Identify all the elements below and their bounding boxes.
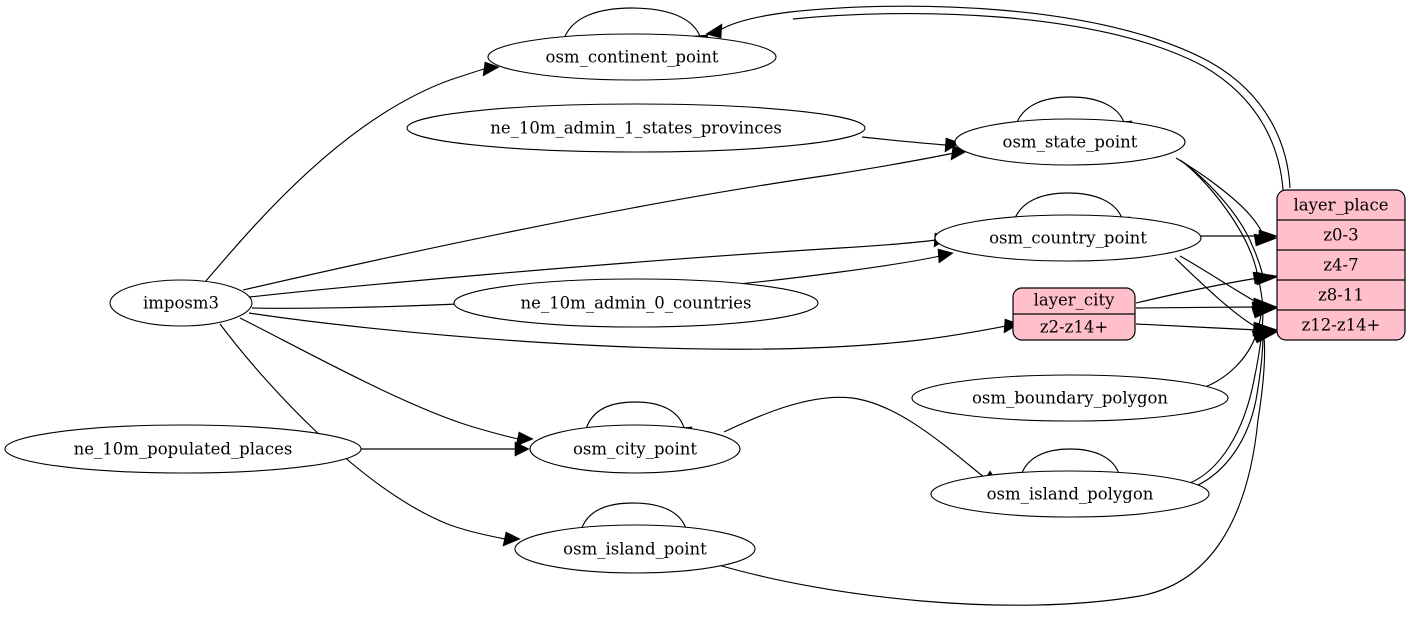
node-label: ne_10m_admin_0_countries [521,294,752,313]
node-osm_state_point[interactable]: osm_state_point [954,118,1186,166]
arrowhead [514,441,530,457]
record-title: layer_place [1293,196,1388,215]
node-label: osm_boundary_polygon [972,389,1168,408]
node-shape[interactable] [1276,189,1406,341]
node-osm_city_point[interactable]: osm_city_point [529,424,741,474]
edge-osm_state_point-to-place-z8-11 [1182,161,1264,307]
edge-osm_island_point-to-place-z12-z14 [714,335,1266,606]
node-osm_boundary_polygon[interactable]: osm_boundary_polygon [911,374,1229,422]
node-label: osm_city_point [573,440,697,459]
edge-layer_place-to-osm_continent_point [719,5,1291,189]
node-label: osm_continent_point [546,48,719,67]
arrowhead [1258,229,1278,244]
node-shape[interactable] [4,424,362,474]
node-shape[interactable] [934,214,1202,262]
arrowhead [1255,271,1278,286]
node-shape[interactable] [406,103,866,153]
node-shape[interactable] [930,470,1210,518]
edge-osm_country_point-to-place-z8-11 [1179,255,1259,304]
edge-self-osm_continent_point [562,7,702,43]
record-row-z12-z14[interactable]: z12-z14+ [1302,316,1381,335]
node-shape[interactable] [514,524,756,574]
edge-imposm3-to-layer_city [248,312,1007,350]
edge-osm_city_point-to-osm_island_polygon [723,396,986,479]
arrowhead [1252,331,1278,344]
record-row-z4-7[interactable]: z4-7 [1323,256,1358,275]
node-ne_10m_admin_1_states_provinces[interactable]: ne_10m_admin_1_states_provinces [406,103,866,153]
edge-osm_state_point-to-place-z0-3 [1175,157,1266,239]
node-shape[interactable] [453,278,819,328]
edge-layer_city-to-place-z12-z14 [1135,323,1259,331]
record-row-z0-3[interactable]: z0-3 [1323,226,1358,245]
node-layer_city[interactable]: layer_city z2-z14+ [1012,287,1136,341]
edge-layer_place-to-osm_continent_point-strand [792,12,1284,191]
arrowhead [1003,318,1020,334]
node-label: osm_state_point [1003,133,1138,152]
edge-osm_state_point-to-place-z4-7 [1179,159,1264,277]
node-label: osm_country_point [989,229,1147,248]
edge-layer_city-to-place-z8-11 [1135,306,1259,309]
node-label: osm_island_point [563,540,707,559]
record-row-z8-11[interactable]: z8-11 [1318,286,1364,305]
edge-osm_boundary_polygon-to-place-z8-11 [1204,308,1263,388]
edge-osm_island_polygon-to-place-z12-z14 [1195,333,1264,487]
node-label: ne_10m_admin_1_states_provinces [490,119,782,138]
arrowhead [937,248,954,264]
edge-self-osm_country_point [1012,192,1124,225]
edge-self-osm_island_point [579,502,688,535]
node-layer_place[interactable]: layer_place z0-3 z4-7 z8-11 z12-z14+ [1276,189,1406,341]
edge-imposm3-to-osm_city_point [239,317,519,440]
edge-osm_country_point-to-place-z12-z14 [1174,257,1259,329]
arrowhead [502,531,521,547]
node-shape[interactable] [487,33,777,81]
arrowhead [944,137,961,153]
record-title: layer_city [1034,291,1115,310]
node-osm_island_polygon[interactable]: osm_island_polygon [930,470,1210,518]
node-ne_10m_populated_places[interactable]: ne_10m_populated_places [4,424,362,474]
node-label: imposm3 [143,294,219,313]
edge-self-osm_island_polygon [1019,448,1121,480]
edge-self-osm_state_point [1014,96,1126,129]
node-shape[interactable] [109,279,253,327]
edge-ne_states-to-osm_state_point [861,136,947,146]
node-imposm3[interactable]: imposm3 [109,279,253,327]
node-shape[interactable] [529,424,741,474]
edge-imposm3-to-osm_state_point [242,152,955,291]
node-ne_10m_admin_0_countries[interactable]: ne_10m_admin_0_countries [453,278,819,328]
edge-self-osm_city_point [584,401,686,434]
edge-imposm3-to-osm_island_point [219,323,506,540]
arrowhead [705,23,723,39]
arrowhead [515,431,534,447]
arrowhead [482,61,500,77]
edge-layer_city-to-place-z4-7 [1135,277,1259,304]
arrowhead [1251,307,1278,319]
node-osm_continent_point[interactable]: osm_continent_point [487,33,777,81]
node-shape[interactable] [954,118,1186,166]
node-layer: imposm3 ne_10m_admin_1_states_provinces … [4,33,1406,574]
node-label: ne_10m_populated_places [74,440,293,459]
record-row-z2[interactable]: z2-z14+ [1040,318,1108,337]
node-osm_country_point[interactable]: osm_country_point [934,214,1202,262]
node-osm_island_point[interactable]: osm_island_point [514,524,756,574]
node-shape[interactable] [911,374,1229,422]
node-label: osm_island_polygon [987,485,1154,504]
edge-osm_island_polygon-to-place-z8-11 [1189,309,1264,484]
edge-imposm3-to-osm_continent_point [204,68,485,283]
edge-imposm3-to-osm_country_point [249,239,937,298]
